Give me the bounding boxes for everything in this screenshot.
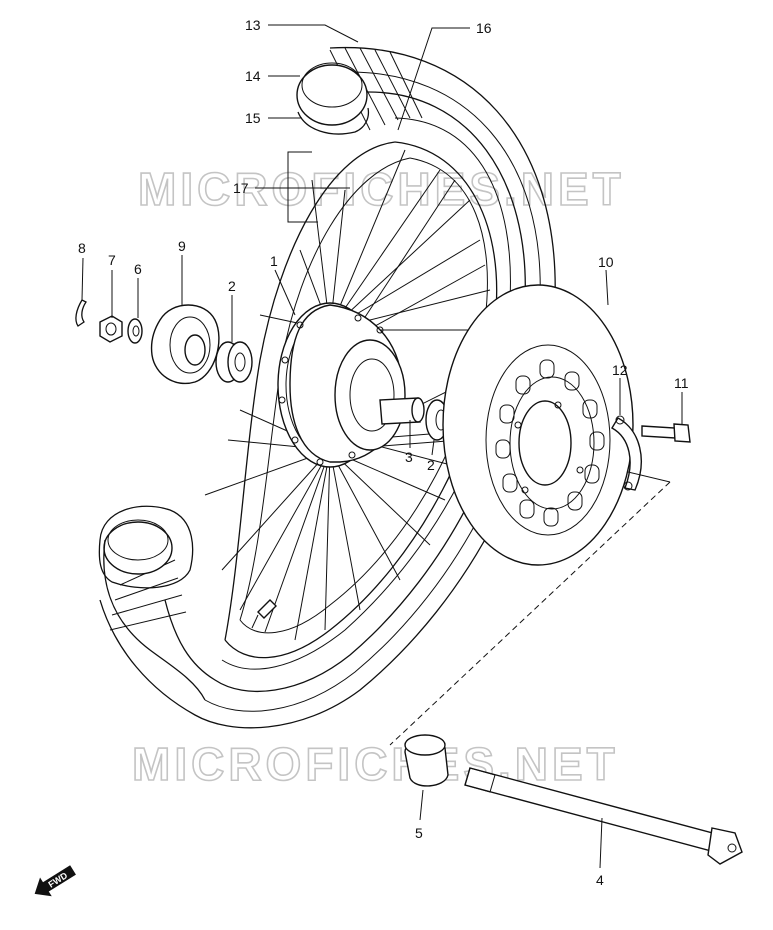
callout-16: 16 xyxy=(476,20,492,36)
washer xyxy=(127,318,143,344)
callout-17: 17 xyxy=(233,180,249,196)
callout-10: 10 xyxy=(598,254,614,270)
callout-15: 15 xyxy=(245,110,261,126)
callout-13: 13 xyxy=(245,17,261,33)
tube-section xyxy=(296,62,370,135)
callout-8: 8 xyxy=(78,240,86,256)
callout-5: 5 xyxy=(415,825,423,841)
axle-nut xyxy=(99,315,123,343)
lock-plate xyxy=(611,415,642,491)
bearing-left xyxy=(215,341,253,383)
watermark-bottom: MICROFICHES.NET xyxy=(132,738,619,790)
cotter-pin xyxy=(75,299,87,327)
callout-11: 11 xyxy=(674,375,689,391)
callout-4: 4 xyxy=(596,872,604,888)
callout-12: 12 xyxy=(612,362,628,378)
callout-2-right: 2 xyxy=(427,457,435,473)
callout-6: 6 xyxy=(134,261,142,277)
axle-spacer xyxy=(379,397,425,425)
callout-labels: 13 14 15 16 17 8 7 6 9 2 1 10 12 11 3 2 … xyxy=(78,17,689,888)
front-axle xyxy=(464,767,743,865)
leader-lines xyxy=(81,24,683,869)
callout-9: 9 xyxy=(178,238,186,254)
collar xyxy=(404,734,449,787)
hub xyxy=(277,302,406,468)
valve-stem xyxy=(251,599,277,629)
disc-bolt xyxy=(641,423,691,443)
speedometer-gearbox xyxy=(150,304,220,385)
callout-7: 7 xyxy=(108,252,116,268)
callout-3: 3 xyxy=(405,449,413,465)
assembly-lines xyxy=(389,471,671,746)
callout-14: 14 xyxy=(245,68,261,84)
brake-disc xyxy=(442,284,634,566)
callout-2-left: 2 xyxy=(228,278,236,294)
callout-1: 1 xyxy=(270,253,278,269)
fwd-arrow-icon: FWD xyxy=(34,865,76,897)
